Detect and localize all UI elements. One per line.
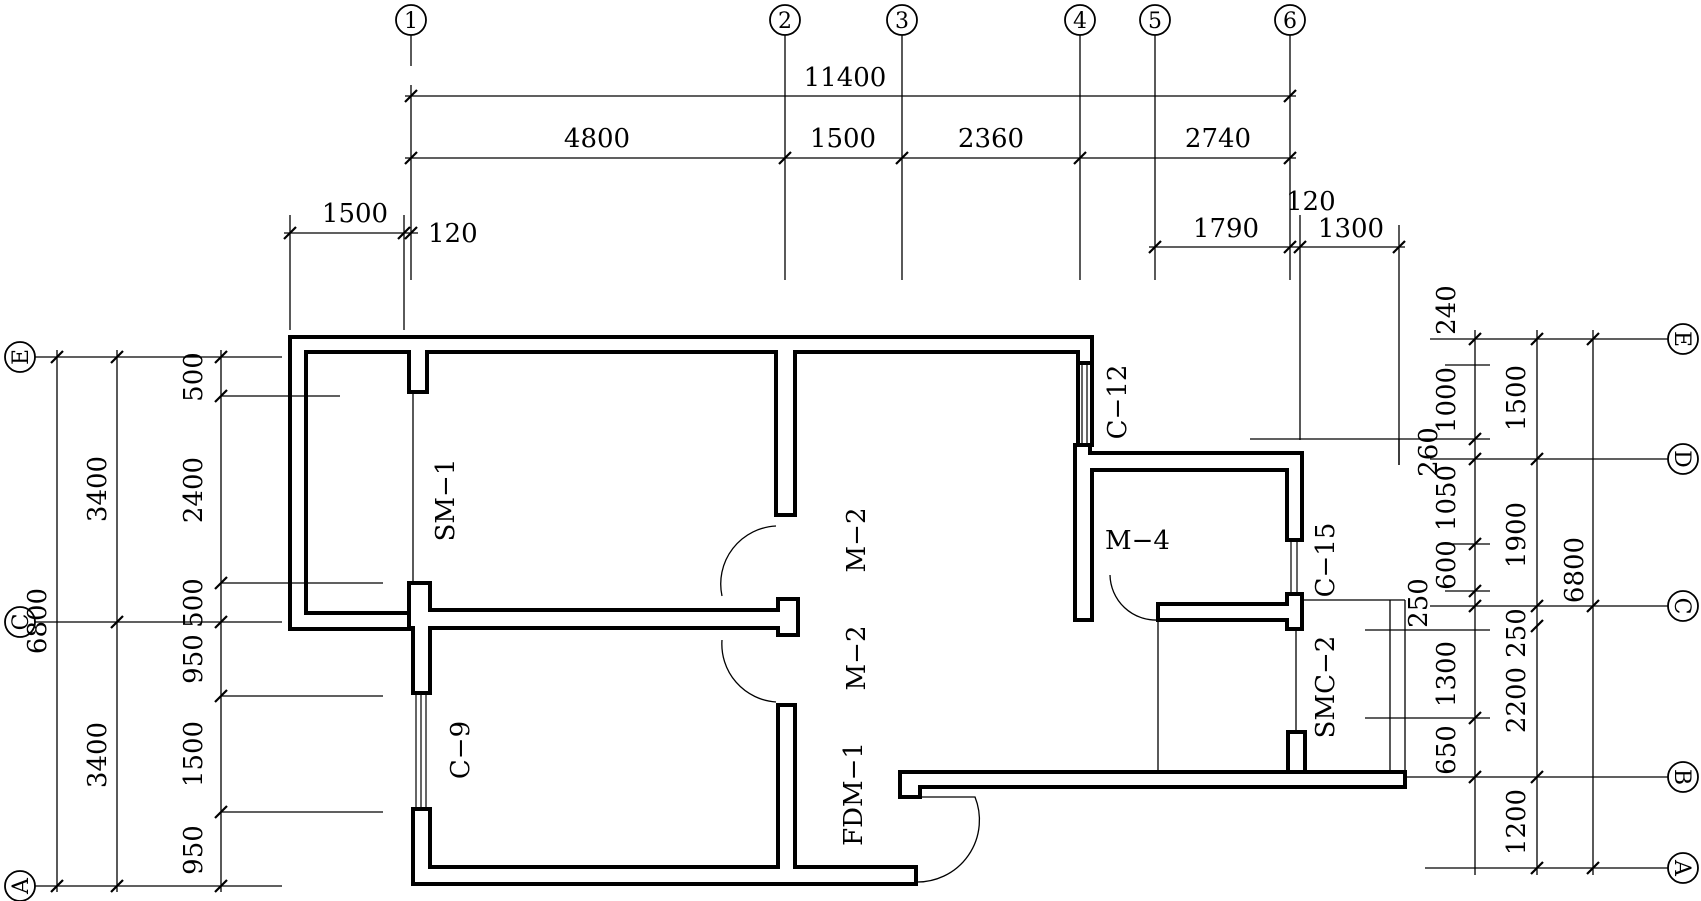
label-m2-lower: M−2 (842, 626, 872, 691)
dim-right-c-2: 1000 (1432, 367, 1462, 433)
dim-right-wall: 120 (1286, 187, 1336, 217)
label-m2-upper: M−2 (842, 508, 872, 573)
label-sm1: SM−1 (431, 459, 461, 542)
dim-left-overall: 6800 (23, 588, 53, 654)
left-dimensions: 6800 3400 3400 500 2400 500 950 1500 950 (23, 350, 383, 893)
dim-left-seg-5: 1500 (179, 721, 209, 787)
left-axes: E C A (4, 341, 282, 901)
dim-left-seg-3: 500 (179, 578, 209, 628)
dim-left-half-upper: 3400 (83, 456, 113, 522)
axis-A-right: A (1425, 852, 1699, 884)
label-c9: C−9 (446, 721, 476, 779)
axis-label-C-left: C (9, 614, 34, 631)
dim-right-a: 1790 (1193, 214, 1259, 244)
dim-bay-3: 2360 (958, 124, 1024, 154)
dim-right-c-6: 1300 (1432, 641, 1462, 707)
dim-right-overall: 6800 (1560, 537, 1590, 603)
dim-right-b-5: 1200 (1502, 789, 1532, 855)
wall-balcony-slab (898, 770, 1407, 799)
label-c15: C−15 (1311, 523, 1341, 598)
axis-A-left: A (4, 870, 282, 901)
axis-label-5: 5 (1148, 9, 1162, 34)
dim-bay-1: 4800 (564, 124, 630, 154)
label-c12: C−12 (1103, 365, 1133, 440)
axis-E-right: E (1430, 323, 1699, 355)
axis-label-E-right: E (1669, 331, 1694, 347)
label-m4: M−4 (1105, 526, 1170, 556)
dim-right-offset: 260 (1414, 427, 1444, 477)
axis-label-E-left: E (9, 349, 34, 365)
axis-label-B-right: B (1669, 769, 1694, 785)
axis-C-left: C (4, 606, 282, 638)
dim-bay-4: 2740 (1185, 124, 1251, 154)
dim-left-seg-2: 2400 (179, 457, 209, 523)
axis-label-D-right: D (1669, 450, 1694, 468)
dim-left-wall: 120 (428, 219, 478, 249)
axis-C-right: C (1430, 590, 1699, 622)
labels: SM−1 M−2 M−2 C−9 FDM−1 C−12 M−4 C−15 SMC… (431, 365, 1341, 846)
dim-left-overhang: 1500 (322, 199, 388, 229)
dim-right-b-1: 1500 (1502, 365, 1532, 431)
axis-label-C-right: C (1669, 598, 1694, 615)
wall-bathroom-lower (1156, 592, 1304, 631)
axis-label-6: 6 (1283, 9, 1297, 34)
wall-east-upper (1076, 361, 1094, 447)
axis-1: 1 (395, 4, 427, 280)
label-smc2: SMC−2 (1311, 636, 1341, 739)
dim-bay-2: 1500 (810, 124, 876, 154)
axis-2: 2 (769, 4, 801, 280)
openings (412, 363, 1406, 883)
dim-left-seg-1: 500 (179, 352, 209, 402)
dim-left-half-lower: 3400 (83, 722, 113, 788)
axis-label-4: 4 (1073, 9, 1087, 34)
right-dimensions: 240 1000 1050 600 250 1300 650 1500 1900… (1250, 285, 1600, 875)
dim-right-c-1: 240 (1432, 285, 1462, 335)
wall-bathroom (1073, 443, 1304, 622)
label-fdm1: FDM−1 (839, 742, 869, 846)
dim-overall-width: 11400 (804, 63, 887, 93)
dim-left-seg-6: 950 (179, 825, 209, 875)
axis-label-2: 2 (778, 9, 792, 34)
top-dimensions: 11400 4800 1500 2360 2740 1500 120 120 1… (283, 63, 1406, 465)
dim-right-b: 1300 (1318, 214, 1384, 244)
axis-E-left: E (4, 341, 282, 373)
dim-right-c-7: 650 (1432, 725, 1462, 775)
axis-label-A-right: A (1669, 859, 1694, 877)
axis-label-A-left: A (9, 877, 34, 895)
dim-right-b-4: 2200 (1502, 667, 1532, 733)
axis-4: 4 (1064, 4, 1096, 280)
dim-right-c-4: 600 (1432, 540, 1462, 590)
wall-jamb (1286, 730, 1307, 774)
axis-label-1: 1 (404, 9, 418, 34)
wall-upper-partition (407, 581, 800, 695)
axis-D-right: D (1430, 443, 1699, 475)
axis-3: 3 (886, 4, 918, 280)
axis-5: 5 (1139, 4, 1171, 280)
right-axes: E D C B A (1405, 323, 1699, 884)
dim-left-seg-4: 950 (179, 634, 209, 684)
wall-lower-left (411, 703, 918, 886)
dim-right-b-3: 250 (1502, 608, 1532, 658)
dim-right-c-3: 1050 (1432, 465, 1462, 531)
dim-right-c-5: 250 (1404, 578, 1434, 628)
axis-label-3: 3 (895, 9, 909, 34)
dim-right-b-2: 1900 (1502, 502, 1532, 568)
